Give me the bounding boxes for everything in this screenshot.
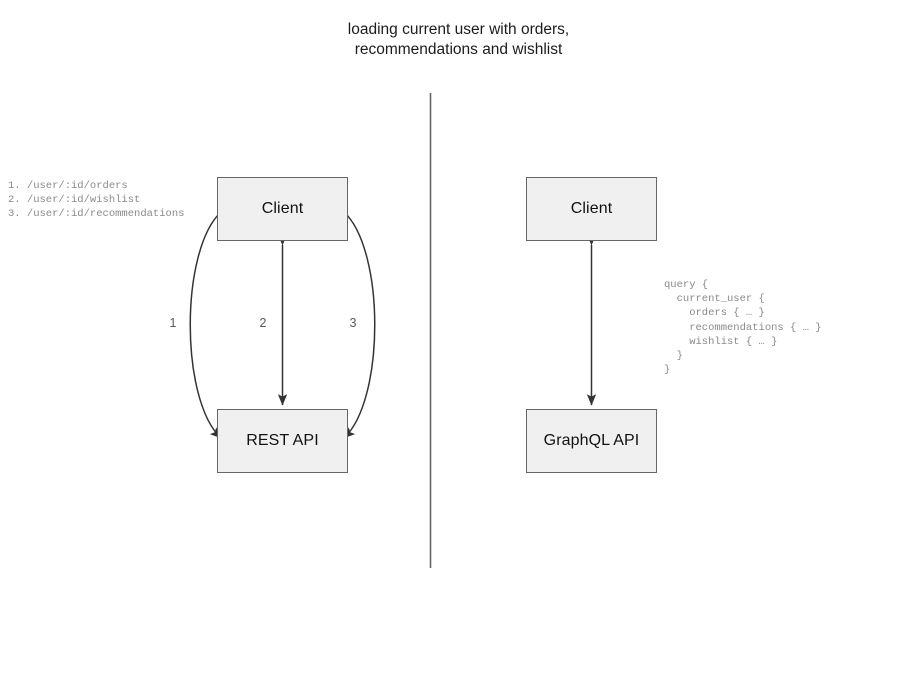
page-title: loading current user with orders, recomm… — [347, 21, 570, 58]
graphql-query-snippet: query { current_user { orders { … } reco… — [664, 279, 822, 377]
rest-edge-3-arc — [332, 201, 376, 439]
rest-edge-1-arc — [189, 201, 233, 439]
node-graphql-api[interactable]: GraphQL API — [526, 409, 657, 473]
rest-endpoint-list: 1. /user/:id/orders 2. /user/:id/wishlis… — [8, 180, 185, 221]
edge-label-2: 2 — [259, 316, 267, 330]
node-graphql-client[interactable]: Client — [526, 177, 657, 241]
node-rest-api[interactable]: REST API — [217, 409, 348, 473]
edge-label-3: 3 — [349, 316, 357, 330]
edge-label-1: 1 — [169, 316, 177, 330]
node-rest-client[interactable]: Client — [217, 177, 348, 241]
